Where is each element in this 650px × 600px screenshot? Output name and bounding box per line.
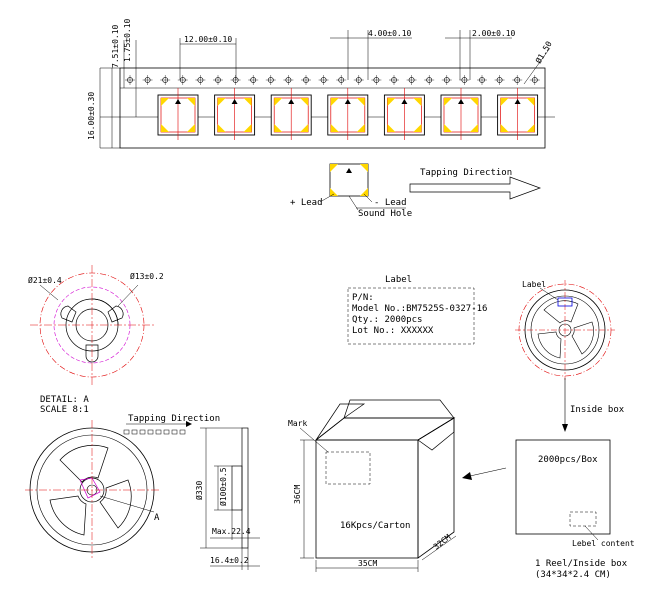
sprocket-hole (213, 75, 223, 85)
sprocket-hole (318, 75, 329, 85)
small-reel-label: Label (522, 280, 546, 289)
sprocket-hole (125, 75, 135, 85)
sprocket-hole (283, 75, 294, 85)
tapping-direction-arrow: Tapping Direction (409, 168, 542, 200)
tape-pockets (157, 88, 539, 140)
sprocket-hole (529, 75, 540, 85)
reel-dim-max: Max.22.4 (212, 527, 251, 536)
label-model: Model No.:BM7525S-0327-16 (352, 304, 487, 314)
detail-title: DETAIL: A (40, 395, 89, 405)
sprocket-hole (371, 75, 382, 85)
sprocket-hole (177, 75, 188, 85)
tape-outline (119, 67, 546, 149)
detail-dim-outer: Ø21±0.4 (28, 275, 62, 285)
sprocket-hole (142, 75, 153, 85)
dim-offset: 2.00±0.10 (472, 29, 516, 38)
sprocket-hole (494, 75, 505, 85)
sprocket-hole (389, 75, 399, 85)
sprocket-hole (512, 75, 523, 85)
carton-box: Mark 16Kpcs/Carton 36CM 35CM 32CM (288, 399, 457, 572)
component-detail: + Lead - Lead Sound Hole (290, 163, 412, 219)
tape-pocket (327, 88, 369, 140)
sprocket-hole (459, 75, 470, 85)
carton-mark-label: Mark (288, 419, 307, 428)
dim-hole-pitch: 4.00±0.10 (368, 29, 412, 38)
dim-1: 1.75±0.10 (123, 18, 132, 62)
dim-2: 7.51±0.10 (111, 24, 120, 68)
label-qty: Qty.: 2000pcs (352, 315, 422, 325)
inside-box: 2000pcs/Box Lebel content 1 Reel/Inside … (515, 439, 635, 580)
label-pn: P/N: (352, 293, 374, 303)
flow-arrow (462, 467, 507, 480)
label-title: Label (385, 275, 412, 285)
label-block: Label P/N: Model No.:BM7525S-0327-16 Qty… (347, 275, 487, 345)
sprocket-hole (248, 75, 259, 85)
reel-tape-segments (123, 429, 186, 435)
reel-tapping-direction: Tapping Direction (128, 414, 220, 424)
inside-box-label-content: Lebel content (572, 539, 635, 548)
dim-pitch: 12.00±0.10 (184, 35, 232, 44)
sprocket-hole (301, 75, 311, 85)
inside-box-content: 2000pcs/Box (538, 455, 598, 465)
sprocket-hole (336, 75, 347, 85)
tape-pocket (440, 88, 482, 140)
sprocket-hole (353, 75, 364, 85)
minus-lead-label: - Lead (374, 198, 407, 208)
reel-dim-hub: Ø100±0.5 (218, 467, 228, 506)
detail-scale: SCALE 8:1 (40, 405, 89, 415)
reel-tape-segment (171, 429, 178, 435)
sprocket-hole (195, 75, 206, 85)
tape-pocket (497, 88, 539, 140)
reel-tape-segment (147, 429, 154, 435)
tape-dimensions: 12.00±0.10 4.00±0.10 2.00±0.10 Ø1.50 1.7… (87, 18, 554, 149)
sprocket-hole (441, 75, 452, 85)
inside-box-title: Inside box (570, 405, 625, 415)
dim-width: 16.00±0.30 (87, 92, 96, 140)
inside-box-caption1: 1 Reel/Inside box (535, 559, 628, 569)
label-lot: Lot No.: XXXXXX (352, 326, 434, 336)
detail-dim-inner: Ø13±0.2 (130, 271, 164, 281)
reel-dim-dia: Ø330 (194, 481, 204, 500)
carton-content: 16Kpcs/Carton (340, 521, 410, 531)
reel-front-view: A Tapping Direction (25, 414, 220, 560)
reel-tape-segment (163, 429, 170, 435)
tapping-direction-label: Tapping Direction (420, 168, 512, 178)
sprocket-hole (265, 75, 276, 85)
tape-pocket (157, 88, 199, 140)
reel-tape-segment (131, 429, 138, 435)
sprocket-hole (424, 75, 435, 85)
reel-tape-segment (179, 429, 186, 435)
carton-dim-w: 35CM (358, 559, 377, 568)
reel-callout-a: A (154, 513, 160, 523)
tape-pocket (383, 88, 425, 140)
sprocket-holes (125, 75, 540, 85)
sprocket-hole (160, 75, 171, 85)
plus-lead-label: + Lead (290, 198, 323, 208)
reel-dim-width: 16.4±0.2 (210, 556, 249, 565)
sprocket-hole (477, 75, 487, 85)
carton-dim-h: 36CM (293, 485, 302, 504)
small-reel-view: Label Inside box (515, 280, 625, 432)
sprocket-hole (230, 75, 241, 85)
tape-pocket (214, 88, 256, 140)
sprocket-hole (406, 75, 417, 85)
reel-tape-segment (155, 429, 162, 435)
reel-tape-segment (123, 429, 130, 435)
tape-pocket (270, 88, 312, 140)
inside-box-caption2: (34*34*2.4 CM) (535, 570, 611, 580)
reel-tape-segment (139, 429, 146, 435)
carrier-tape (100, 67, 555, 149)
dim-hole-dia: Ø1.50 (533, 39, 554, 65)
detail-a-view: Ø21±0.4 Ø13±0.2 DETAIL: A SCALE 8:1 (28, 265, 164, 415)
reel-side-view: Ø330 Ø100±0.5 Max.22.4 16.4±0.2 (194, 427, 260, 570)
sound-hole-label: Sound Hole (358, 209, 412, 219)
